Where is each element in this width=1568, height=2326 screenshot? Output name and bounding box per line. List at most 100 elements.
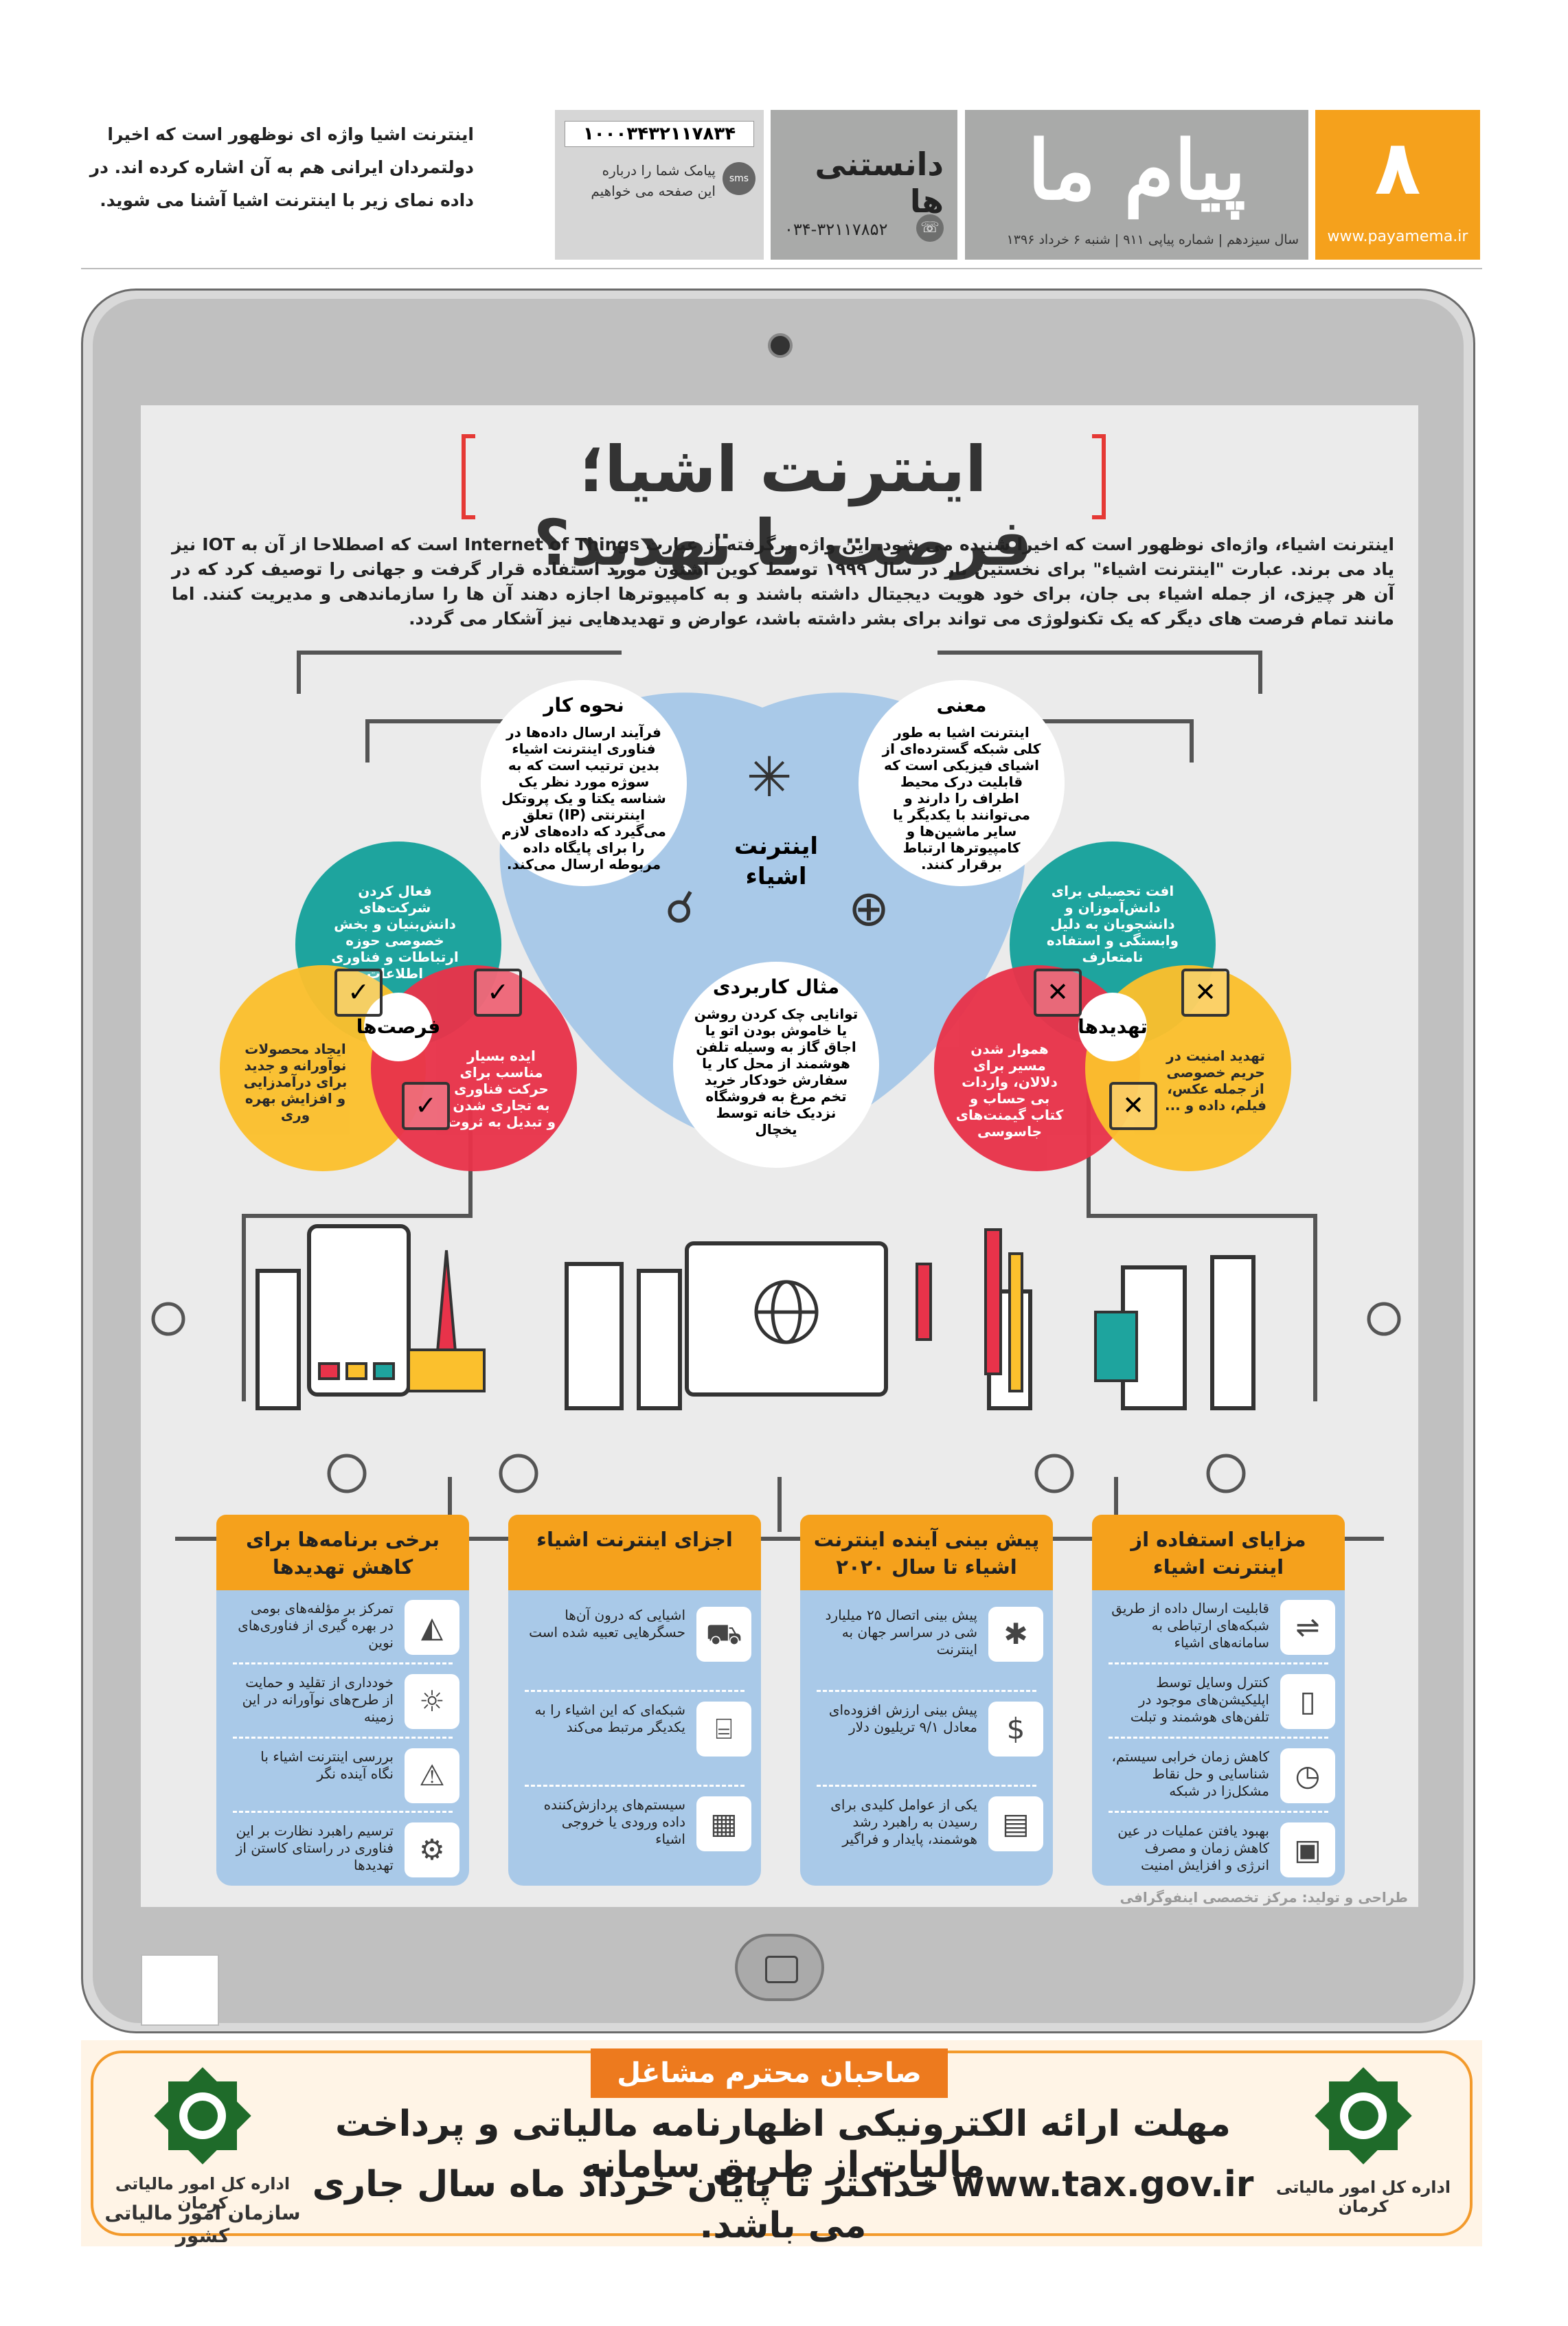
list-item-text: پیش بینی ارزش افزوده‌ای معادل ۹/۱ تریلیو… — [828, 1702, 977, 1735]
infographic-title: اینترنت اشیا؛ فرصت یا تهدید؟ — [533, 433, 1033, 580]
globe-icon: ⊕ — [848, 879, 890, 937]
list-item-text: کاهش زمان خرابی سیستم، شناسایی و حل نقاط… — [1111, 1748, 1269, 1799]
title-bracket-left — [462, 434, 475, 519]
ad-line-2: www.tax.gov.ir حداکثر تا پایان خرداد ماه… — [312, 2164, 1254, 2246]
center-label: اینترنت اشیاء — [734, 833, 819, 890]
thr-title: تهدیدها — [1078, 1015, 1148, 1038]
clock-icon: ◷ — [1280, 1748, 1335, 1803]
meaning-text: اینترنت اشیا به طور کلی شبکه گسترده‌ای ا… — [882, 724, 1041, 872]
issue-line: سال سیزدهم | شماره پیاپی ۹۱۱ | شنبه ۶ خر… — [1006, 232, 1299, 247]
card-threat-reduction: برخی برنامه‌ها برای کاهش تهدیدها ◭تمرکز … — [216, 1515, 469, 1886]
thr-yellow-text: تهدید امنیت در حریم خصوصی از جمله عکس، ف… — [1164, 1048, 1266, 1114]
reject-icon: ✕ — [1181, 969, 1229, 1017]
list-item: ▦سیستم‌های پردازش‌کننده داده ورودی یا خر… — [508, 1787, 761, 1882]
list-item-text: تمرکز بر مؤلفه‌های بومی در بهره گیری از … — [238, 1600, 394, 1651]
list-item-text: پیش بینی اتصال ۲۵ میلیارد شی در سراسر جه… — [825, 1607, 977, 1658]
phone-icon: ▯ — [1280, 1674, 1335, 1729]
thr-red-text: هموار شدن مسیر برای دلالان، واردات بی حس… — [955, 1041, 1064, 1140]
meaning-title: معنی — [936, 694, 987, 716]
phone-number: ۰۳۴-۳۲۱۱۷۸۵۲ — [784, 220, 888, 239]
website-link[interactable]: www.payamema.ir — [1327, 228, 1468, 245]
list-item: ◭تمرکز بر مؤلفه‌های بومی در بهره گیری از… — [216, 1590, 469, 1664]
org-caption-left-1: اداره کل امور مالیاتی کرمان — [115, 2174, 291, 2213]
list-item: ⚠ بررسی اینترنت اشیاء با نگاه آینده نگر — [216, 1739, 469, 1813]
card-advantages: مزایای استفاده از اینترنت اشیاء ⇌قابلیت … — [1092, 1515, 1345, 1886]
money-icon: $ — [988, 1702, 1043, 1757]
checklist-icon: ✓ — [402, 1082, 450, 1130]
section-title: دانستنی ها — [815, 146, 944, 220]
opp-center-disc — [364, 993, 433, 1061]
list-item: ▤یکی از عوامل کلیدی برای رسیدن به راهبرد… — [800, 1787, 1053, 1882]
ad-heading: صاحبان محترم مشاغل — [591, 2048, 948, 2098]
list-item: ☼خودداری از تقلید و حمایت از طرح‌های نوآ… — [216, 1664, 469, 1739]
opp-yellow-text: ایجاد محصولات نوآورانه و جدید برای درآمد… — [243, 1041, 348, 1123]
list-item-text: کنترل وسایل توسط اپلیکیشن‌های موجود در ت… — [1130, 1674, 1269, 1725]
map-icon: ◭ — [405, 1600, 459, 1655]
checklist-icon: ✓ — [334, 969, 383, 1017]
newspaper-logo: پیام ما سال سیزدهم | شماره پیاپی ۹۱۱ | ش… — [965, 110, 1308, 260]
section-block: دانستنی ها ☏ ۰۳۴-۳۲۱۱۷۸۵۲ — [771, 110, 957, 260]
home-button-icon — [765, 1956, 798, 1983]
list-item: ⌸شبکه‌ای که این اشیاء را به یکدیگر مرتبط… — [508, 1692, 761, 1787]
list-item-text: خودداری از تقلید و حمایت از طرح‌های نوآو… — [242, 1674, 394, 1725]
list-item: ⛟اشیایی که درون آن‌ها حسگرهایی تعبیه شده… — [508, 1597, 761, 1692]
list-item-text: بررسی اینترنت اشیاء با نگاه آینده نگر — [260, 1748, 394, 1782]
opp-teal-text: فعال کردن شرکت‌های دانش‌بنیان و بخش خصوص… — [331, 883, 459, 982]
chip-icon: ▦ — [696, 1796, 751, 1851]
card-title: اجزای اینترنت اشیاء — [508, 1515, 761, 1590]
idea-icon: ☼ — [405, 1674, 459, 1729]
card-body: ✱پیش بینی اتصال ۲۵ میلیارد شی در سراسر ج… — [800, 1590, 1053, 1886]
ad-line-1: مهلت ارائه الکترونیکی اظهارنامه مالیاتی … — [335, 2103, 1231, 2186]
phone-icon: ☏ — [916, 214, 944, 242]
opp-title: فرصت‌ها — [356, 1015, 441, 1038]
list-item-text: شبکه‌ای که این اشیاء را به یکدیگر مرتبط … — [534, 1702, 685, 1735]
page-header: ۸ www.payamema.ir پیام ما سال سیزدهم | ش… — [0, 0, 1568, 275]
paper-name: پیام ما — [1027, 122, 1246, 218]
meaning-circle: معنی اینترنت اشیا به طور کلی شبکه گسترده… — [859, 680, 1065, 886]
card-components: اجزای اینترنت اشیاء ⛟اشیایی که درون آن‌ه… — [508, 1515, 761, 1886]
presentation-icon: ▤ — [988, 1796, 1043, 1851]
list-item-text: قابلیت ارسال داده از طریق شبکه‌های ارتبا… — [1111, 1600, 1269, 1651]
list-item: ◷کاهش زمان خرابی سیستم، شناسایی و حل نقا… — [1092, 1739, 1345, 1813]
sms-block: ۱۰۰۰۳۴۳۲۱۱۷۸۳۴ sms پیامک شما را درباره ا… — [555, 110, 764, 260]
page-number-block: ۸ www.payamema.ir — [1315, 110, 1480, 260]
example-text: توانایی چک کردن روشن یا خاموش بودن اتو ی… — [694, 1006, 859, 1138]
home-button — [735, 1934, 824, 2001]
camera-icon — [768, 333, 793, 358]
reject-icon: ✕ — [1034, 969, 1082, 1017]
card-body: ◭تمرکز بر مؤلفه‌های بومی در بهره گیری از… — [216, 1590, 469, 1886]
publisher-logo-icon — [141, 1954, 219, 2026]
lead-paragraph: اینترنت اشیاء، واژه‌ای نوظهور است که اخی… — [172, 534, 1394, 629]
how-text: فرآیند ارسال داده‌ها در فناوری اینترنت ا… — [501, 724, 666, 872]
header-divider — [81, 268, 1482, 269]
card-title: برخی برنامه‌ها برای کاهش تهدیدها — [216, 1515, 469, 1590]
example-title: مثال کاربردی — [712, 975, 840, 998]
opp-red-circle: ایده بسیار مناسب برای حرکت فناوری به تجا… — [371, 965, 577, 1171]
lock-icon: ▣ — [1280, 1822, 1335, 1877]
card-body: ⛟اشیایی که درون آن‌ها حسگرهایی تعبیه شده… — [508, 1590, 761, 1886]
sms-number: ۱۰۰۰۳۴۳۲۱۱۷۸۳۴ — [565, 121, 754, 147]
design-credit: طراحی و تولید: مرکز تخصصی اینفوگرافی — [1120, 1889, 1409, 1906]
how-circle: نحوه کار فرآیند ارسال داده‌ها در فناوری … — [481, 680, 687, 886]
org-caption-right: اداره کل امور مالیاتی کرمان — [1275, 2178, 1451, 2216]
card-body: ⇌قابلیت ارسال داده از طریق شبکه‌های ارتب… — [1092, 1590, 1345, 1886]
checklist-icon: ✓ — [474, 969, 522, 1017]
list-item: ▣بهبود یافتن عملیات در عین کاهش زمان و م… — [1092, 1813, 1345, 1887]
sms-line-2: این صفحه می خواهیم — [591, 183, 716, 199]
devices-icon: ☌ — [665, 883, 695, 934]
car-icon: ⛟ — [696, 1607, 751, 1662]
card-title: مزایای استفاده از اینترنت اشیاء — [1092, 1515, 1345, 1590]
opp-red-text: ایده بسیار مناسب برای حرکت فناوری به تجا… — [446, 1048, 556, 1130]
warning-icon: ⚠ — [405, 1748, 459, 1803]
thr-teal-text: افت تحصیلی برای دانش‌آموزان و دانشجویان … — [1046, 883, 1179, 965]
sms-icon: sms — [723, 162, 755, 195]
list-item: $ پیش بینی ارزش افزوده‌ای معادل ۹/۱ تریلی… — [800, 1692, 1053, 1787]
page-number: ۸ — [1374, 124, 1421, 212]
tax-seal-icon — [154, 2067, 251, 2165]
network-icon: ✳ — [746, 745, 793, 809]
list-item: ▯کنترل وسایل توسط اپلیکیشن‌های موجود در … — [1092, 1664, 1345, 1739]
strategy-icon: ⚙ — [405, 1822, 459, 1877]
title-bracket-right — [1092, 434, 1106, 519]
list-item-text: سیستم‌های پردازش‌کننده داده ورودی یا خرو… — [543, 1796, 685, 1847]
sms-line-1: پیامک شما را درباره — [602, 162, 716, 179]
